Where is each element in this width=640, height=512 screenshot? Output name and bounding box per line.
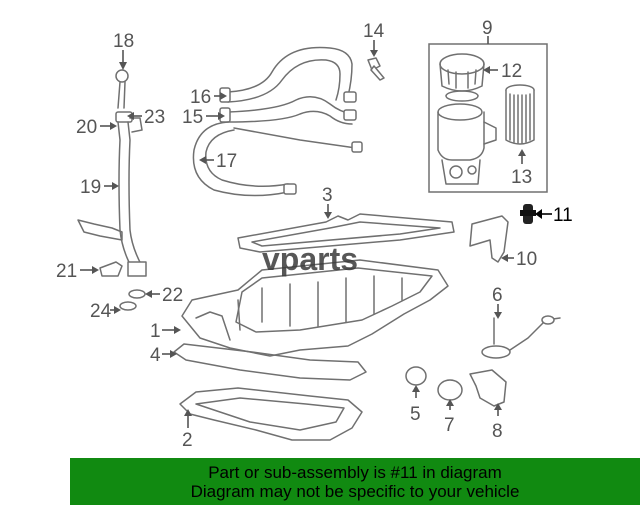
callout-20[interactable]: 20	[76, 117, 97, 138]
lower-gasket-drawing	[173, 343, 367, 381]
sensor-6-drawing	[481, 315, 561, 359]
banner-line-1: Part or sub-assembly is #11 in diagram	[208, 462, 502, 482]
sensor-14-drawing	[367, 57, 385, 81]
callout-6[interactable]: 6	[492, 285, 503, 306]
part-11-drawing	[520, 204, 536, 224]
washer-24-drawing	[119, 301, 137, 311]
banner-line-2: Diagram may not be specific to your vehi…	[190, 481, 520, 501]
callout-4[interactable]: 4	[150, 345, 161, 366]
tube-bracket-drawing	[77, 219, 123, 241]
hose-assembly-drawing	[192, 46, 363, 197]
callout-1[interactable]: 1	[150, 321, 161, 342]
filter-element-drawing	[505, 84, 535, 145]
clip-21-drawing	[99, 261, 123, 277]
callout-13[interactable]: 13	[511, 167, 532, 188]
callout-21[interactable]: 21	[56, 261, 77, 282]
callout-3[interactable]: 3	[322, 185, 333, 206]
callout-19[interactable]: 19	[80, 177, 101, 198]
callout-23[interactable]: 23	[144, 107, 165, 128]
callout-14[interactable]: 14	[363, 21, 385, 42]
callout-10[interactable]: 10	[516, 249, 537, 270]
tube-8-drawing	[469, 369, 507, 407]
callout-16[interactable]: 16	[190, 87, 211, 108]
parts-diagram: vparts	[56, 18, 573, 451]
callout-18[interactable]: 18	[113, 31, 134, 52]
info-banner: Part or sub-assembly is #11 in diagram D…	[70, 458, 640, 505]
callout-labels: 18 23 20 19 21 22 24 16 15 17 14 9 12 13…	[56, 18, 573, 451]
callout-17[interactable]: 17	[216, 151, 237, 172]
leader-lines	[80, 40, 552, 428]
upper-gasket-drawing	[237, 213, 455, 253]
callout-7[interactable]: 7	[444, 415, 455, 436]
cap-5-drawing	[405, 366, 427, 386]
callout-11[interactable]: 11	[553, 205, 573, 226]
callout-9[interactable]: 9	[482, 18, 493, 39]
oring-22-drawing	[128, 289, 146, 299]
filter-housing-drawing	[437, 103, 497, 185]
lower-oil-pan-drawing	[179, 387, 363, 441]
callout-12[interactable]: 12	[501, 61, 522, 82]
callout-2[interactable]: 2	[182, 430, 193, 451]
plug-7-drawing	[437, 379, 463, 401]
upper-oil-pan-drawing	[181, 259, 449, 357]
filter-cap-drawing	[439, 53, 485, 102]
callout-15[interactable]: 15	[182, 107, 203, 128]
callout-8[interactable]: 8	[492, 421, 503, 442]
callout-5[interactable]: 5	[410, 404, 421, 425]
watermark-text: vparts	[262, 241, 358, 277]
callout-22[interactable]: 22	[162, 285, 183, 306]
bracket-10-drawing	[469, 215, 509, 263]
callout-24[interactable]: 24	[90, 301, 112, 322]
dipstick-drawing	[115, 69, 147, 277]
